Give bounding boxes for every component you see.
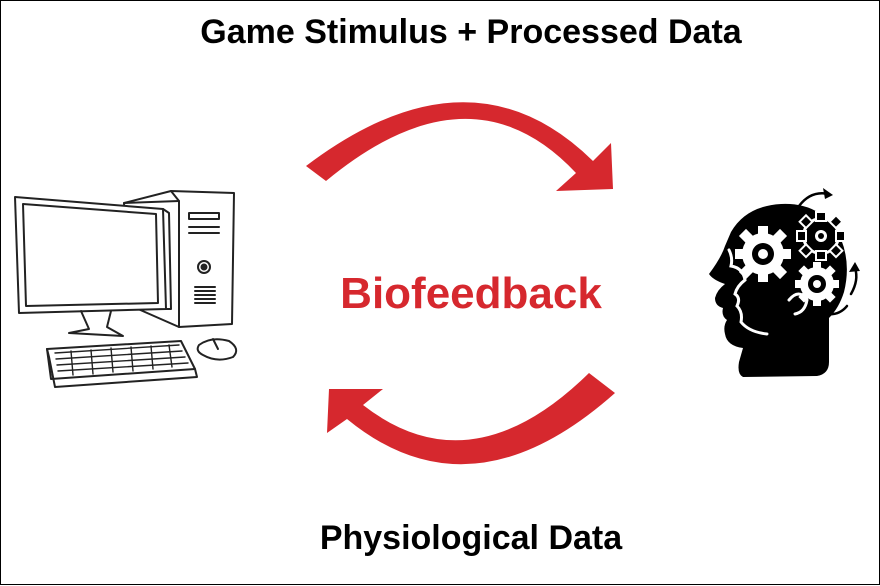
top-arrow-shape <box>306 102 613 191</box>
desktop-computer-icon <box>14 190 238 388</box>
top-label: Game Stimulus + Processed Data <box>200 13 742 51</box>
head-with-gears-icon <box>709 188 860 377</box>
gear-middle-icon <box>795 262 839 306</box>
gear-large-icon <box>735 226 791 282</box>
bottom-label: Physiological Data <box>319 519 623 557</box>
gear-top-icon <box>796 211 846 261</box>
center-label: Biofeedback <box>340 269 602 318</box>
bottom-arrow-shape <box>327 373 615 465</box>
